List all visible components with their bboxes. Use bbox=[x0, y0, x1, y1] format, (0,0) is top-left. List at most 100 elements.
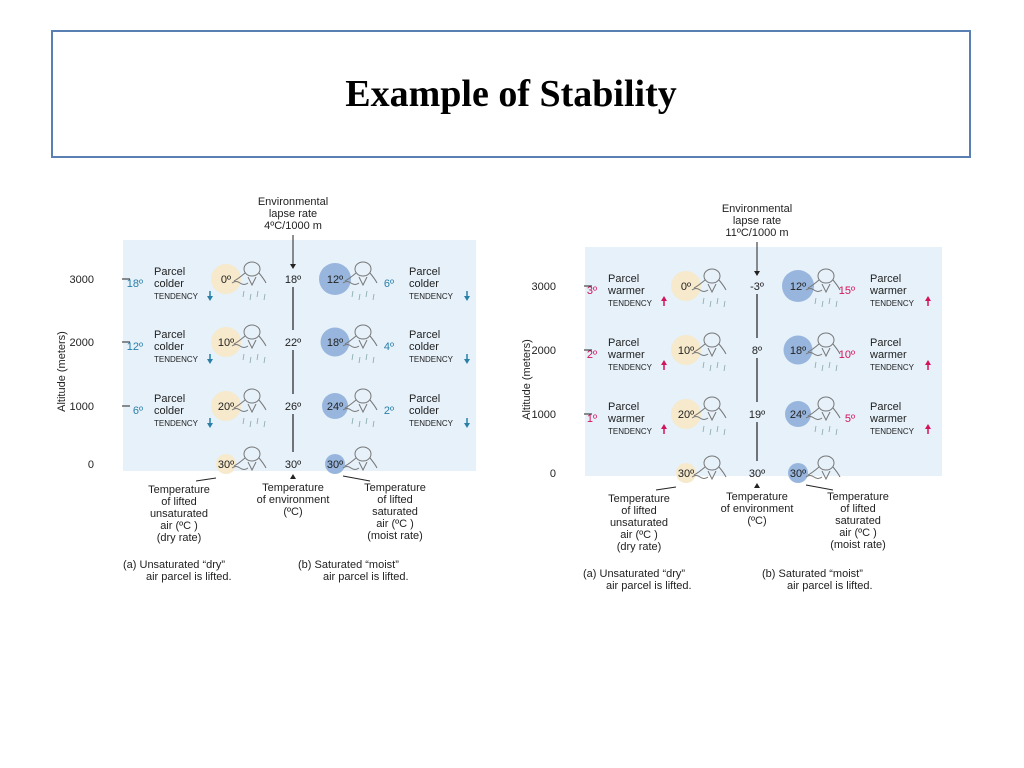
parcel-state-label: warmer bbox=[869, 349, 907, 361]
env-temperature-value: -3º bbox=[750, 281, 764, 293]
left-temperature-difference: 12º bbox=[127, 341, 143, 353]
environment-temperature-caption: of environment bbox=[721, 503, 794, 515]
altitude-axis-label: Altitude (meters) bbox=[521, 339, 533, 420]
moist-parcel bbox=[782, 270, 814, 302]
balloon-basket bbox=[231, 466, 249, 470]
dry-parcel bbox=[671, 271, 701, 301]
tendency-label: TENDENCY bbox=[870, 427, 915, 436]
rain-drop bbox=[242, 353, 245, 361]
tendency-label: TENDENCY bbox=[154, 292, 199, 301]
tendency-label: TENDENCY bbox=[608, 299, 653, 308]
tendency-label: TENDENCY bbox=[154, 419, 199, 428]
parcel-label: Parcel bbox=[154, 393, 185, 405]
rain-drop bbox=[821, 300, 824, 308]
env-temperature-value: 30º bbox=[285, 459, 301, 471]
tendency-label: TENDENCY bbox=[870, 299, 915, 308]
rain-drop bbox=[256, 290, 259, 298]
dry-parcel bbox=[211, 327, 241, 357]
rain-drops-icon bbox=[702, 425, 726, 436]
balloon-basket bbox=[691, 416, 709, 420]
rain-drop bbox=[723, 364, 726, 372]
moist-temperature-caption: air (ºC ) bbox=[376, 518, 414, 530]
rain-drop bbox=[263, 293, 266, 301]
altitude-tick-label: 3000 bbox=[70, 274, 94, 286]
balloon-envelope bbox=[703, 396, 721, 412]
caption-a: (a) Unsaturated “dry” bbox=[583, 568, 685, 580]
balloon-envelope bbox=[354, 324, 372, 340]
env-temperature-value: 30º bbox=[749, 468, 765, 480]
rain-drop bbox=[702, 425, 705, 433]
altitude-tick-label: 3000 bbox=[532, 281, 556, 293]
rain-drop bbox=[256, 417, 259, 425]
rain-drops-icon bbox=[242, 417, 266, 428]
rain-drop bbox=[242, 417, 245, 425]
rain-drops-icon bbox=[814, 361, 838, 372]
parcel-label: Parcel bbox=[409, 329, 440, 341]
balloon-icon bbox=[231, 261, 267, 287]
environment-temperature-caption: (ºC) bbox=[283, 506, 302, 518]
balloon-envelope bbox=[243, 446, 261, 462]
caption-b: (b) Saturated “moist” bbox=[298, 559, 399, 571]
moist-parcel bbox=[788, 463, 808, 483]
moist-temperature-caption: air (ºC ) bbox=[839, 527, 877, 539]
caption-a: air parcel is lifted. bbox=[606, 580, 692, 592]
env-lapse-rate-title: Environmental bbox=[722, 203, 792, 215]
balloon-rigging bbox=[693, 466, 727, 481]
rain-drop bbox=[716, 297, 719, 305]
parcel-label: Parcel bbox=[870, 401, 901, 413]
balloon-envelope bbox=[354, 261, 372, 277]
dry-parcel-temperature: 10º bbox=[218, 337, 234, 349]
balloon-basket bbox=[805, 352, 823, 356]
balloon-icon bbox=[342, 261, 378, 287]
altitude-tick-label: 2000 bbox=[532, 345, 556, 357]
balloon-icon bbox=[342, 324, 378, 350]
rain-drops-icon bbox=[702, 361, 726, 372]
caption-b: air parcel is lifted. bbox=[787, 580, 873, 592]
rain-drop bbox=[365, 417, 368, 425]
rain-drop bbox=[821, 364, 824, 372]
dry-parcel-temperature: 0º bbox=[221, 274, 231, 286]
balloon-icon bbox=[805, 268, 841, 294]
rain-drop bbox=[835, 428, 838, 436]
balloon-icon bbox=[231, 388, 267, 414]
rain-drop bbox=[372, 293, 375, 301]
moist-temperature-caption: (moist rate) bbox=[830, 539, 886, 551]
balloon-rigging bbox=[807, 279, 841, 294]
dry-parcel bbox=[671, 399, 701, 429]
rain-drop bbox=[814, 425, 817, 433]
balloon-basket bbox=[342, 408, 360, 412]
env-temperature-value: 26º bbox=[285, 401, 301, 413]
tendency-arrow-head bbox=[925, 360, 931, 365]
right-temperature-difference: 4º bbox=[384, 341, 394, 353]
diagram-panel bbox=[585, 247, 942, 476]
balloon-envelope bbox=[817, 268, 835, 284]
rain-drops-icon bbox=[814, 297, 838, 308]
environment-temperature-caption: Temperature bbox=[262, 482, 324, 494]
balloon-rigging bbox=[344, 399, 378, 414]
moist-temperature-caption: Temperature bbox=[827, 491, 889, 503]
balloon-rigging bbox=[344, 335, 378, 350]
env-temperature-value: 22º bbox=[285, 337, 301, 349]
balloon-rigging bbox=[693, 279, 727, 294]
balloon-basket bbox=[342, 466, 360, 470]
rain-drop bbox=[716, 361, 719, 369]
right-temperature-difference: 2º bbox=[384, 405, 394, 417]
moist-parcel-temperature: 30º bbox=[327, 459, 343, 471]
moist-parcel-temperature: 18º bbox=[790, 345, 806, 357]
balloon-basket bbox=[231, 408, 249, 412]
env-temperature-value: 19º bbox=[749, 409, 765, 421]
rain-drop bbox=[351, 353, 354, 361]
rain-drop bbox=[372, 420, 375, 428]
caption-pointer bbox=[655, 486, 677, 491]
moist-parcel bbox=[325, 454, 345, 474]
left-temperature-difference: 1º bbox=[587, 413, 597, 425]
balloon-rigging bbox=[344, 457, 378, 472]
caption-a: (a) Unsaturated “dry” bbox=[123, 559, 225, 571]
rain-drop bbox=[358, 420, 361, 428]
parcel-state-label: colder bbox=[154, 341, 184, 353]
balloon-rigging bbox=[693, 343, 727, 358]
balloon-envelope bbox=[243, 324, 261, 340]
dry-parcel bbox=[211, 264, 241, 294]
caption-b: (b) Saturated “moist” bbox=[762, 568, 863, 580]
rain-drop bbox=[814, 361, 817, 369]
